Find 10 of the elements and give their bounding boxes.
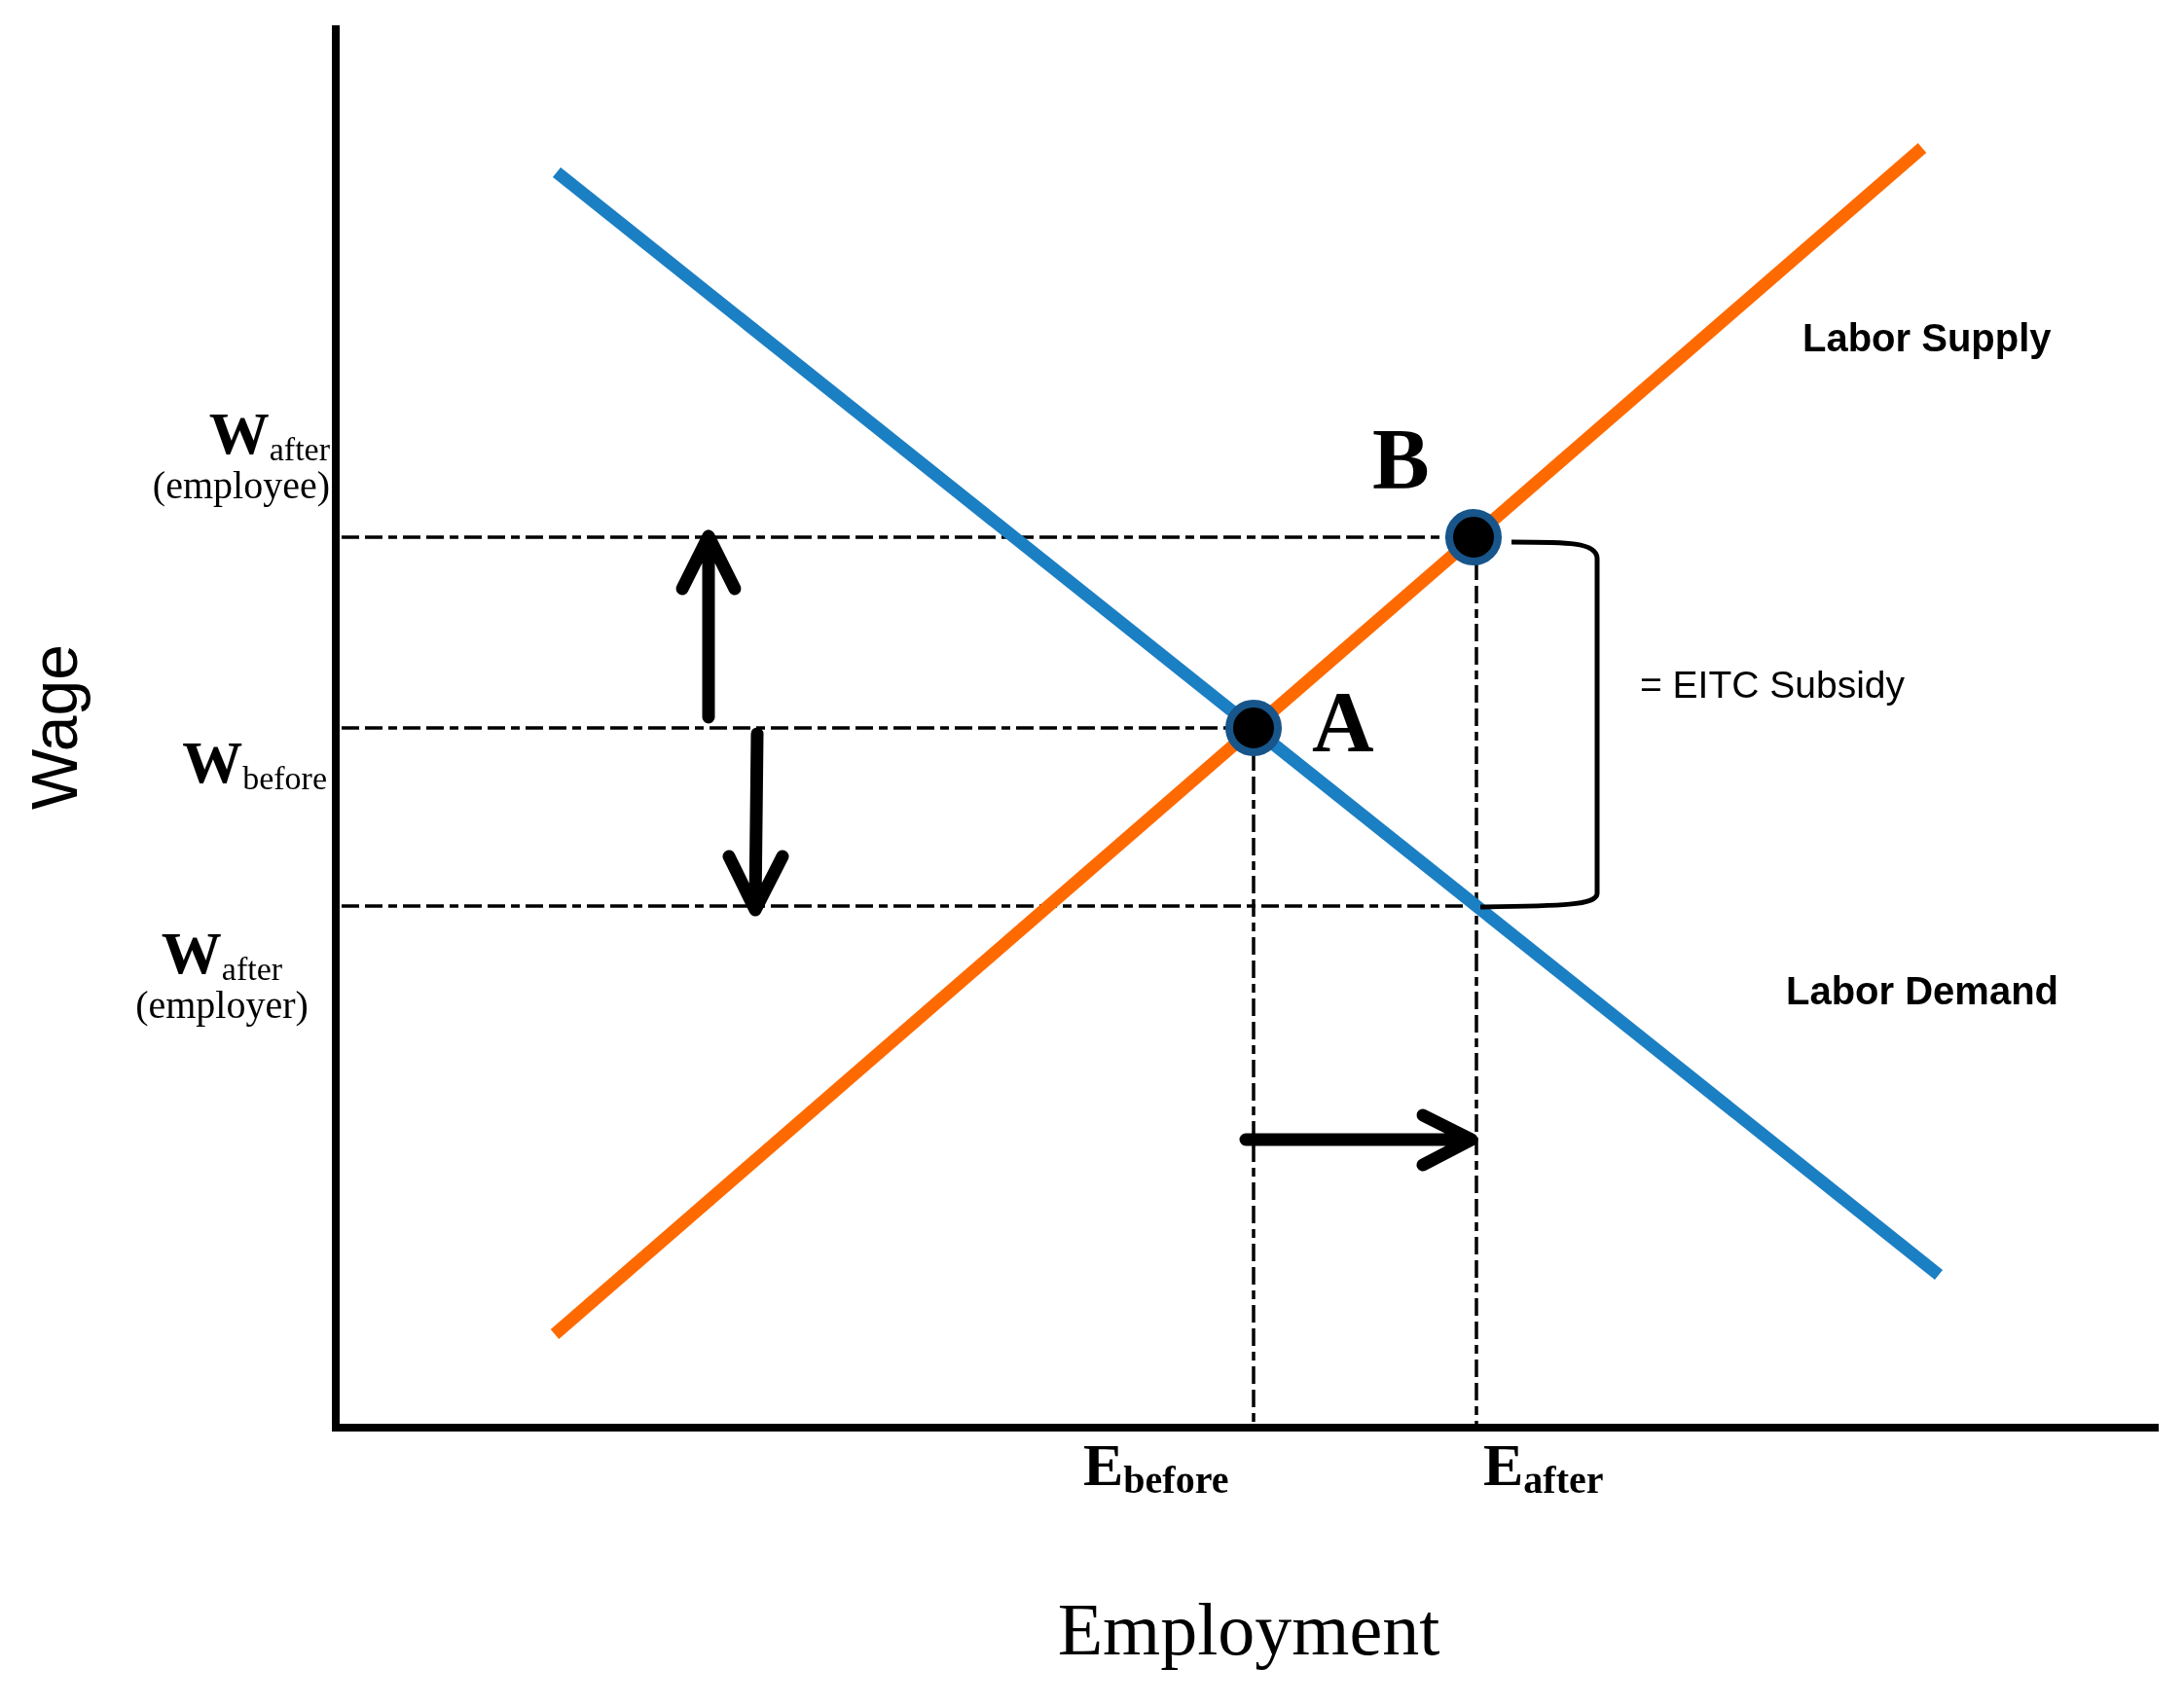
bracket-label: = EITC Subsidy (1640, 666, 1906, 704)
axis-tick-label: E$_{after}$ (1483, 1434, 1604, 1500)
axis-tick-label: W$_{after}$ (employer) (134, 923, 309, 1025)
curve-label: Labor Demand (1786, 971, 2059, 1010)
axis-tick-label: W$_{before}$ (181, 732, 327, 795)
curve-label: Labor Supply (1802, 318, 2052, 357)
axis-tick-label: W$_{after}$ (employee) (151, 403, 330, 505)
point-label: B (1372, 417, 1430, 502)
point-label: A (1312, 679, 1374, 765)
axis-tick-label: E$_{before}$ (1083, 1434, 1229, 1500)
